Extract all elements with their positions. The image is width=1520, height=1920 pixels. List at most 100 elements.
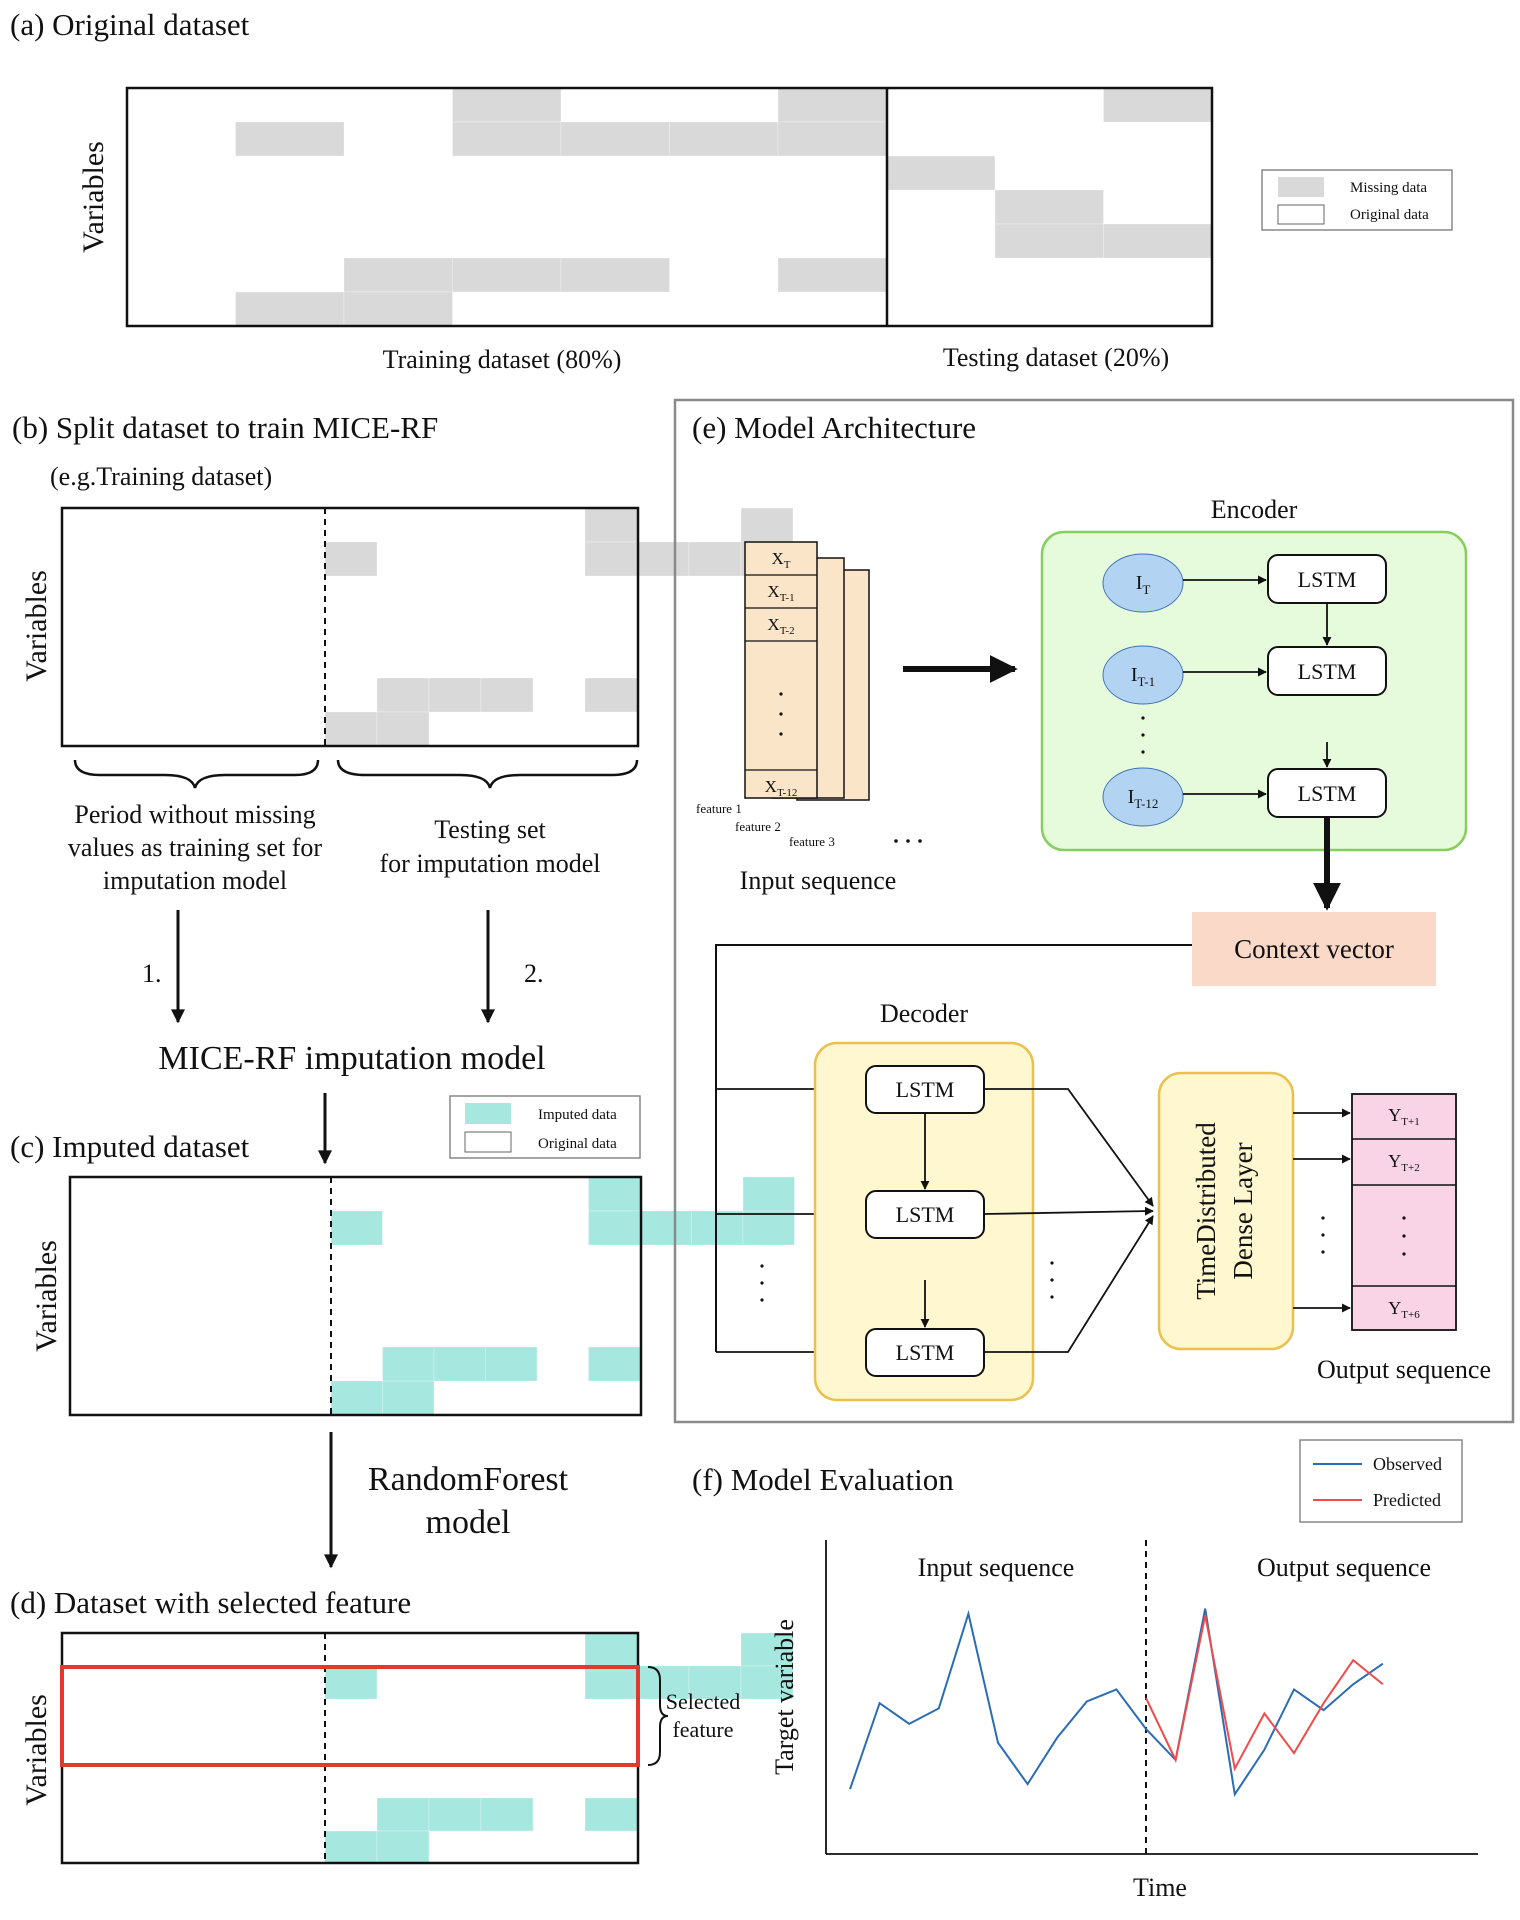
imputed-data-cell bbox=[376, 1797, 430, 1832]
missing-data-cell bbox=[777, 257, 887, 293]
train-period-brace bbox=[73, 759, 320, 789]
decoder-lstm-2 bbox=[865, 1190, 985, 1239]
missing-data-cell bbox=[452, 121, 562, 157]
input-region-label: Input sequence bbox=[918, 1553, 1075, 1582]
encoder-lstm-1-label: LSTM bbox=[1298, 567, 1357, 592]
missing-data-cell bbox=[669, 121, 779, 157]
imputed-data-cell bbox=[428, 1797, 482, 1832]
feature-1-label: feature 1 bbox=[696, 801, 742, 816]
encoder-input-nodes: IT IT-1 IT-12 bbox=[1102, 553, 1184, 827]
missing-data-cell bbox=[376, 711, 430, 747]
output-sequence-box bbox=[1351, 1093, 1457, 1331]
ellipsis-dot bbox=[1050, 1278, 1054, 1282]
imputed-data-cell bbox=[740, 1665, 794, 1700]
input-node-it-12 bbox=[1102, 767, 1184, 827]
panel-a-ylabel: Variables bbox=[77, 141, 110, 253]
output-yt6: YT+6 bbox=[1388, 1298, 1420, 1321]
ellipsis-dot bbox=[1321, 1250, 1325, 1254]
randomforest-label: RandomForest bbox=[368, 1461, 569, 1498]
missing-data-cell bbox=[777, 87, 887, 123]
encoder-lstm-2 bbox=[1267, 646, 1387, 696]
test-caption: Testing set for imputation model bbox=[380, 815, 601, 878]
input-feature-cards: XT XT-1 XT-2 XT-12 feature 1 feature 2 f… bbox=[696, 541, 922, 895]
imputed-data-cell bbox=[742, 1176, 795, 1212]
imputed-data-cell bbox=[740, 1632, 794, 1667]
panel-c-legend: Imputed data Original data bbox=[449, 1095, 641, 1159]
panel-c-title: (c) Imputed dataset bbox=[10, 1129, 250, 1164]
ellipsis-dot bbox=[1321, 1216, 1325, 1220]
ellipsis-dot bbox=[779, 712, 783, 716]
imputed-data-cell bbox=[376, 1830, 430, 1865]
panel-d-title: (d) Dataset with selected feature bbox=[10, 1585, 411, 1620]
decoder-lstm-3-label: LSTM bbox=[896, 1340, 955, 1365]
imputed-data-cell bbox=[480, 1797, 534, 1832]
panel-e: (e) Model Architecture XT XT-1 XT-2 XT-1… bbox=[673, 398, 1515, 1424]
dense-label: TimeDistributed bbox=[1191, 1122, 1221, 1300]
ellipsis-dot bbox=[918, 839, 922, 843]
decoder-lstm-cells: LSTM LSTM LSTM bbox=[865, 1065, 985, 1377]
randomforest-label-2: model bbox=[426, 1504, 511, 1541]
predicted-series-line bbox=[1145, 1615, 1384, 1772]
missing-data-cell bbox=[994, 189, 1104, 225]
imputed-data-cell bbox=[485, 1346, 538, 1382]
feature-card-1: XT XT-1 XT-2 XT-12 bbox=[744, 541, 818, 799]
panel-e-frame bbox=[673, 398, 1515, 1424]
legend-frame bbox=[1299, 1439, 1463, 1523]
missing-data-cell bbox=[688, 541, 742, 577]
selected-feature-label-2: feature bbox=[672, 1717, 733, 1742]
imputed-data-cell bbox=[324, 1665, 378, 1700]
train-caption: Period without missing values as trainin… bbox=[68, 800, 322, 895]
ellipsis-dot bbox=[1050, 1261, 1054, 1265]
missing-data-cell bbox=[1103, 223, 1213, 259]
panel-a-title: (a) Original dataset bbox=[10, 7, 250, 42]
imputed-data-cell bbox=[588, 1176, 641, 1212]
card-row-xt-2: XT-2 bbox=[767, 615, 794, 637]
card-row-xt: XT bbox=[771, 549, 790, 571]
chart-ylabel: Target variable bbox=[770, 1619, 799, 1775]
missing-data-cell bbox=[452, 87, 562, 123]
panel-a-legend: Missing data Original data bbox=[1261, 169, 1453, 231]
missing-data-cell bbox=[343, 257, 453, 293]
imputed-data-cell bbox=[382, 1346, 435, 1382]
panel-c-ylabel: Variables bbox=[30, 1240, 63, 1352]
chart-xlabel: Time bbox=[1133, 1873, 1187, 1902]
context-vector-label: Context vector bbox=[1234, 934, 1394, 964]
missing-data-cell bbox=[343, 291, 453, 327]
missing-data-cell bbox=[480, 677, 534, 713]
missing-data-cell bbox=[428, 677, 482, 713]
panel-a: (a) Original dataset Variables Training … bbox=[10, 7, 1453, 374]
decoder-to-dense-arrow bbox=[983, 1206, 1154, 1216]
panel-c-data-grid bbox=[68, 1175, 643, 1417]
missing-data-cell bbox=[886, 155, 996, 191]
step-1-label: 1. bbox=[142, 959, 162, 988]
panel-c: (c) Imputed dataset Imputed data Origina… bbox=[10, 1095, 795, 1569]
panel-b-title: (b) Split dataset to train MICE-RF bbox=[12, 410, 438, 445]
legend-original-label: Original data bbox=[1350, 207, 1429, 223]
imputed-data-cell bbox=[584, 1632, 638, 1667]
output-yt2: YT+2 bbox=[1388, 1151, 1419, 1174]
missing-data-cell bbox=[376, 677, 430, 713]
ellipsis-dot bbox=[760, 1281, 764, 1285]
output-sequence: YT+1 YT+2 YT+6 bbox=[1351, 1093, 1457, 1331]
decoder-to-dense-arrow bbox=[984, 1088, 1154, 1207]
legend-original-swatch bbox=[464, 1131, 512, 1153]
input-node-it-12-label: IT-12 bbox=[1128, 786, 1159, 811]
feature-2-label: feature 2 bbox=[735, 819, 781, 834]
feature-card-1-body bbox=[744, 541, 818, 799]
ellipsis-dot bbox=[760, 1298, 764, 1302]
missing-data-cell bbox=[560, 121, 670, 157]
chart-legend: Observed Predicted bbox=[1299, 1439, 1463, 1523]
ellipsis-dot bbox=[760, 1264, 764, 1268]
panel-b-ylabel: Variables bbox=[20, 570, 53, 682]
context-vector-box bbox=[1192, 912, 1436, 986]
ellipsis-dot bbox=[906, 839, 910, 843]
imputed-data-cell bbox=[584, 1665, 638, 1700]
panel-b: (b) Split dataset to train MICE-RF (e.g.… bbox=[12, 410, 794, 1165]
panel-f-title: (f) Model Evaluation bbox=[692, 1462, 954, 1497]
imputed-data-cell bbox=[330, 1380, 383, 1416]
missing-data-cell bbox=[235, 121, 345, 157]
imputed-data-cell bbox=[330, 1210, 383, 1246]
legend-predicted-label: Predicted bbox=[1373, 1490, 1441, 1510]
ellipsis-dot bbox=[1402, 1234, 1406, 1238]
